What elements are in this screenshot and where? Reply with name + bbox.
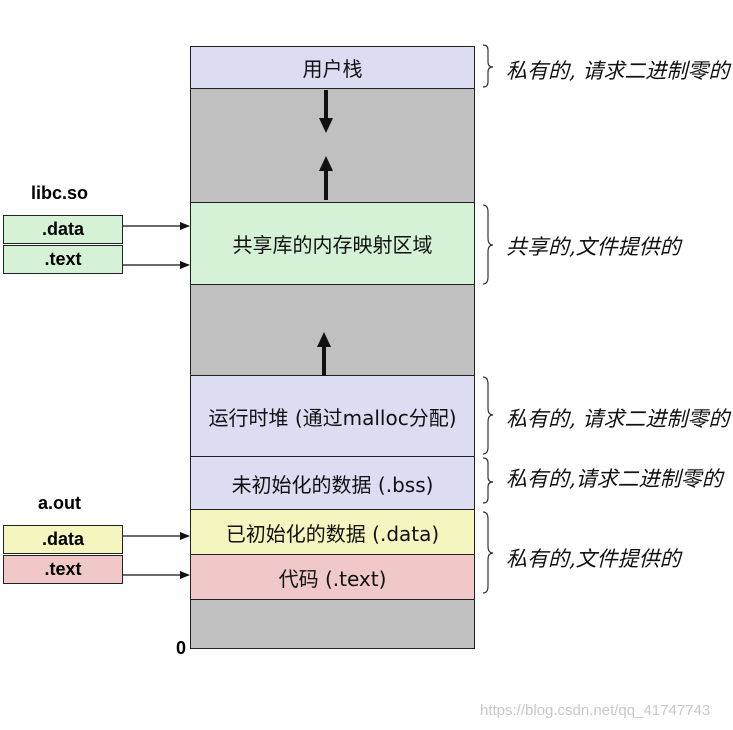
brace-heap (482, 376, 494, 455)
aout-data-box: .data (3, 525, 123, 554)
reserved-bottom (190, 599, 475, 649)
shared-lib-segment: 共享库的内存映射区域 (190, 202, 475, 285)
brace-bss (482, 457, 494, 504)
watermark-text: https://blog.csdn.net/qq_41747743 (480, 702, 711, 719)
shared-lib-label: 共享库的内存映射区域 (232, 233, 433, 257)
user-stack-label: 用户栈 (302, 57, 363, 81)
user-stack-segment: 用户栈 (190, 46, 475, 89)
brace-data-text (482, 511, 494, 594)
brace-user-stack (482, 44, 494, 88)
bss-segment: 未初始化的数据 (.bss) (190, 456, 475, 510)
note-bss: 私有的,请求二进制零的 (506, 467, 723, 491)
note-user-stack: 私有的, 请求二进制零的 (506, 59, 730, 83)
brace-shared-lib (482, 204, 494, 285)
heap-label: 运行时堆 (通过malloc分配) (208, 405, 457, 430)
aout-title: a.out (38, 493, 81, 513)
heap-up-arrow (317, 332, 331, 376)
libc-data-label: .data (41, 219, 84, 239)
text-segment: 代码 (.text) (190, 554, 475, 600)
libc-text-box: .text (3, 245, 123, 274)
note-heap: 私有的, 请求二进制零的 (506, 407, 730, 431)
libc-text-label: .text (44, 249, 82, 269)
address-zero-label: 0 (176, 638, 187, 658)
note-data-text: 私有的,文件提供的 (506, 547, 681, 571)
stack-down-arrow (319, 90, 333, 133)
libc-data-box: .data (3, 215, 123, 244)
heap-segment: 运行时堆 (通过malloc分配) (190, 375, 475, 457)
note-shared-lib: 共享的,文件提供的 (506, 235, 681, 259)
aout-data-label: .data (41, 529, 84, 549)
data-label: 已初始化的数据 (.data) (225, 521, 440, 546)
data-segment: 已初始化的数据 (.data) (190, 509, 475, 555)
aout-text-box: .text (3, 555, 123, 584)
text-label: 代码 (.text) (278, 566, 387, 591)
libc-title: libc.so (31, 183, 89, 203)
aout-text-label: .text (44, 559, 82, 579)
up-arrow-upper (319, 156, 333, 200)
bss-label: 未初始化的数据 (.bss) (231, 472, 434, 497)
